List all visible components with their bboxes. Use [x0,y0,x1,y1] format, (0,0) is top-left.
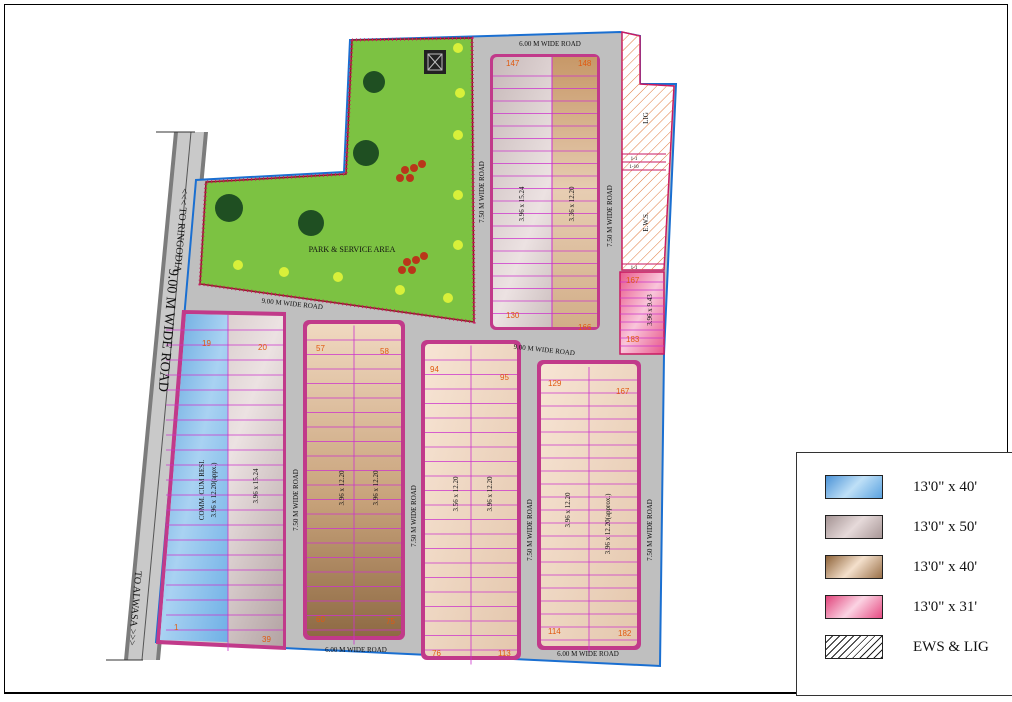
plot-number: 60 [316,615,325,624]
block-3 [421,340,521,665]
vertical-road-label: 7.50 M WIDE ROAD [478,161,486,223]
tree-icon [363,71,385,93]
block-4 [537,360,641,653]
plot-dimension: 3.96 x 12.20 [372,470,380,506]
plot-dimension: 3.96 x 12.20 [564,492,572,528]
plot-dimension: 3.36 x 12.20 [568,186,576,222]
plot-number: 20 [258,343,267,352]
legend-swatch-pink [825,595,883,619]
tree-icon [215,194,243,222]
ews-lig-strip [621,31,675,271]
bottom-road-label-right: 6.00 M WIDE ROAD [557,650,619,658]
plot-number: 148 [578,59,592,68]
vertical-road-label: 7.50 M WIDE ROAD [526,499,534,561]
plot-number: 167 [616,387,630,396]
top-block [490,54,600,330]
plot-number: 1 [174,623,179,632]
vertical-road-label: 7.50 M WIDE ROAD [606,185,614,247]
plot-number: 58 [380,347,389,356]
legend-label: 13'0" x 40' [913,558,978,575]
legend-label: 13'0" x 40' [913,478,978,495]
plot-number: 129 [548,379,562,388]
legend-item: 13'0" x 31' [825,593,977,621]
legend-label: 13'0" x 31' [913,598,978,615]
legend-item: 13'0" x 50' [825,513,977,541]
plot-number: 113 [498,649,511,658]
ews-plot-label: 1-10 [629,165,639,170]
plot-dimension: 3.96 x 12.20 [486,476,494,512]
legend-label: EWS & LIG [913,638,989,655]
ews-label: E.W.S. [642,212,650,232]
legend-item: 13'0" x 40' [825,553,977,581]
plot-number: 75 [386,617,395,626]
plot-number: 183 [626,335,640,344]
plot-number: 57 [316,344,325,353]
pink-block [619,271,665,355]
legend-item: EWS & LIG [825,633,989,661]
vertical-road-label: 7.50 M WIDE ROAD [410,485,418,547]
block-use-label: COMM. CUM RESI. [198,460,206,521]
drawing-frame [4,4,1008,694]
plot-number: 130 [506,311,520,320]
legend-label: 13'0" x 50' [913,518,978,535]
tree-icon [353,140,379,166]
lig-label: LIG [642,112,650,124]
tree-icon [298,210,324,236]
plot-dimension: 3.96 x 12.20(appx.) [210,462,218,518]
plot-number: 94 [430,365,439,374]
park-label: PARK & SERVICE AREA [309,245,396,254]
ews-plot-label: 1-1 [631,157,638,162]
plot-dimension: 3.96 x 15.24 [518,186,526,222]
shrub-icon [233,43,465,303]
vertical-road-label: 7.50 M WIDE ROAD [292,469,300,531]
plot-number: 114 [548,627,561,636]
plot-number: 95 [500,373,509,382]
legend-swatch-hatch [825,635,883,659]
plot-number: 76 [432,649,441,658]
plot-number: 147 [506,59,520,68]
plot-dimension: 3.56 x 12.20 [452,476,460,512]
vertical-road-label: 7.50 M WIDE ROAD [646,499,654,561]
main-road [106,131,208,661]
plot-number: 19 [202,339,211,348]
legend-swatch-blue [825,475,883,499]
top-road-label: 6.00 M WIDE ROAD [519,40,581,48]
block-1 [156,310,286,651]
legend: 13'0" x 40' 13'0" x 50' 13'0" x 40' 13'0… [796,452,1012,696]
plot-number: 167 [626,276,640,285]
legend-swatch-mauve [825,515,883,539]
plot-dimension: 3.96 x 12.20(approx.) [604,493,612,555]
plot-dimension: 3.96 x 9.43 [646,294,654,326]
legend-swatch-brown [825,555,883,579]
plot-dimension: 3.96 x 15.24 [252,468,260,504]
plot-dimension: 3.96 x 12.20 [338,470,346,506]
plot-number: 166 [578,323,592,332]
legend-item: 13'0" x 40' [825,473,977,501]
block-2 [303,320,405,645]
ews-plot-label: 1-1 [631,266,638,271]
flowerbed-icon [396,160,428,274]
plot-number: 39 [262,635,271,644]
plot-number: 182 [618,629,632,638]
park-area [198,36,476,324]
bottom-road-label-left: 6.00 M WIDE ROAD [325,646,387,654]
